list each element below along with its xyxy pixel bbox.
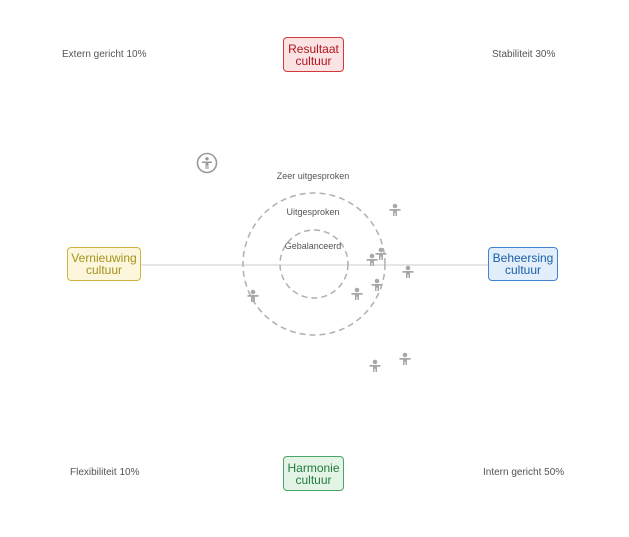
inner-ring [279, 229, 349, 299]
ring-label-very-pronounced: Zeer uitgesproken [276, 171, 350, 181]
control-culture-sublabel: cultuur [504, 263, 542, 277]
person-icon[interactable] [399, 352, 411, 365]
ring-label-balanced: Gebalanceerd [284, 241, 342, 251]
person-icon[interactable] [369, 359, 381, 372]
person-icon[interactable] [389, 203, 401, 216]
control-culture-box[interactable]: Beheersing cultuur [488, 247, 558, 281]
person-icon[interactable] [366, 253, 378, 266]
corner-label-external: Extern gericht 10% [62, 49, 147, 60]
accessibility-icon[interactable] [196, 152, 218, 174]
harmony-culture-box[interactable]: Harmonie cultuur [283, 456, 344, 491]
corner-label-flexibility: Flexibiliteit 10% [70, 467, 140, 478]
harmony-culture-sublabel: cultuur [295, 472, 332, 487]
person-icon[interactable] [371, 278, 383, 291]
result-culture-label: Resultaat [288, 41, 339, 56]
harmony-culture-label: Harmonie [287, 460, 340, 475]
corner-label-internal: Intern gericht 50% [483, 467, 565, 478]
person-icon[interactable] [247, 289, 259, 302]
person-icon[interactable] [375, 247, 387, 260]
innovation-culture-sublabel: cultuur [85, 263, 123, 277]
control-culture-label: Beheersing [492, 251, 554, 265]
innovation-culture-box[interactable]: Vernieuwing cultuur [67, 247, 141, 281]
result-culture-box[interactable]: Resultaat cultuur [283, 37, 344, 72]
ring-label-pronounced: Uitgesproken [286, 207, 340, 217]
person-icon[interactable] [351, 287, 363, 300]
outer-ring [242, 192, 386, 336]
person-icon[interactable] [402, 265, 414, 278]
result-culture-sublabel: cultuur [295, 53, 332, 68]
corner-label-stability: Stabiliteit 30% [492, 49, 556, 60]
innovation-culture-label: Vernieuwing [71, 251, 137, 265]
